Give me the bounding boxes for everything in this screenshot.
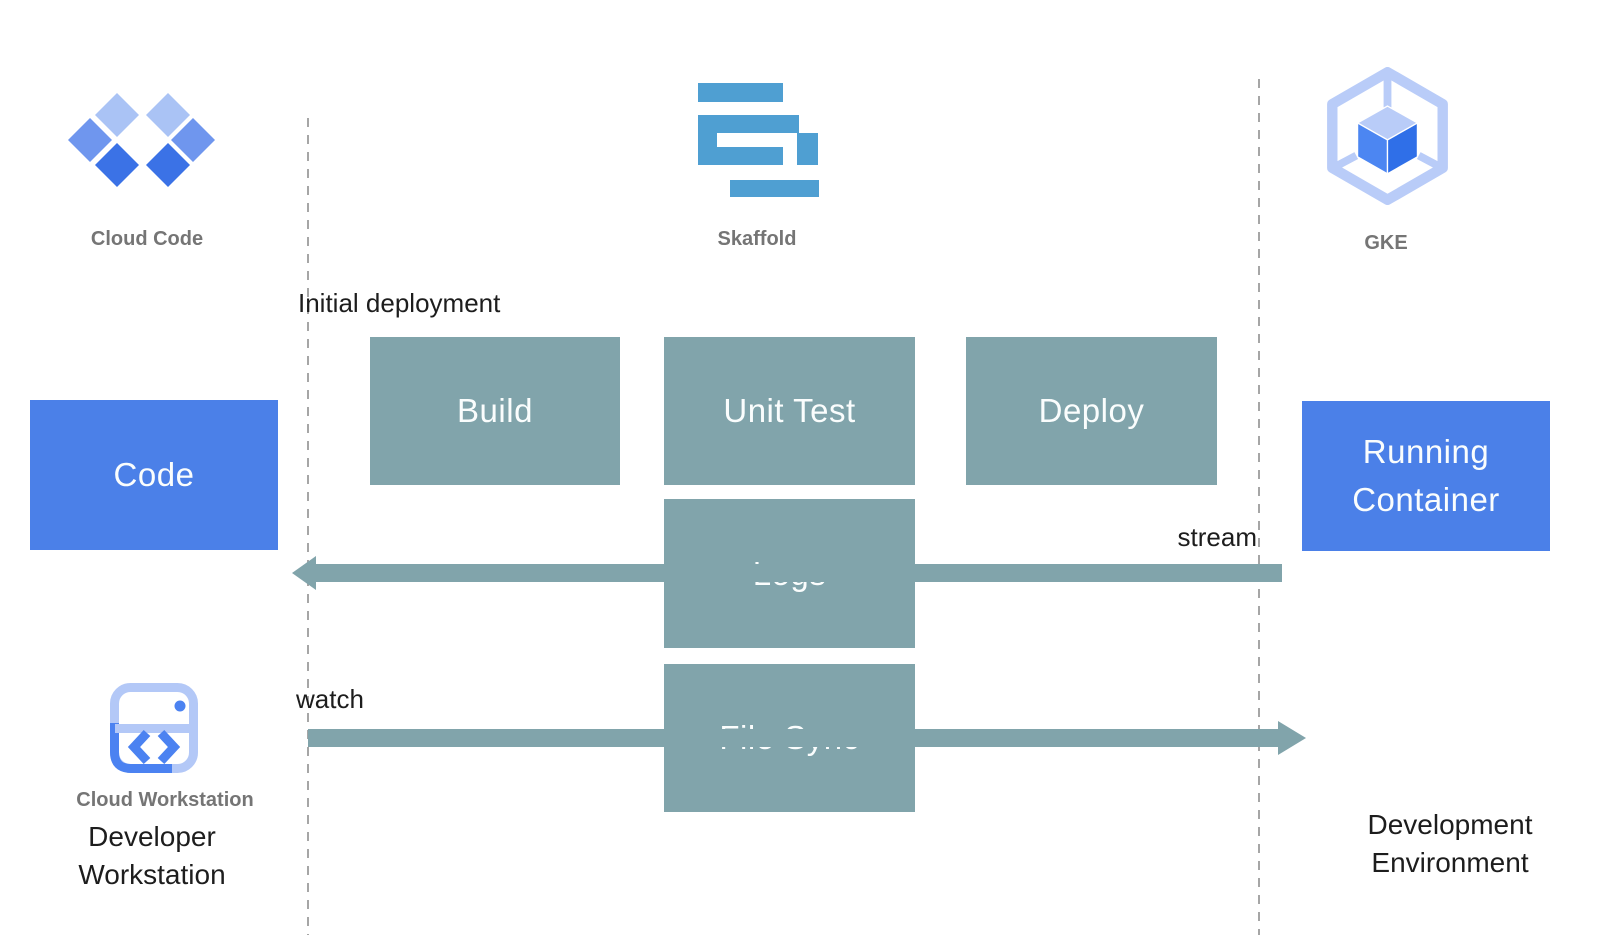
gke-icon [1322, 67, 1453, 210]
cloud-code-icon [67, 90, 217, 195]
build-node: Build [370, 337, 620, 485]
arrowhead-right-icon [1278, 721, 1306, 755]
watch-label: watch [296, 684, 364, 714]
stream-label: stream [1177, 522, 1257, 552]
cloud-workstation-label: Cloud Workstation [76, 789, 254, 811]
development-environment-label: Development Environment [1367, 809, 1533, 878]
divider-developer-workstation [307, 118, 309, 935]
running-container-node: Running Container [1302, 401, 1550, 551]
arrowhead-left-icon [292, 556, 316, 590]
deploy-node: Deploy [966, 337, 1217, 485]
gke-label: GKE [1364, 232, 1408, 254]
skaffold-icon [698, 83, 820, 202]
code-node: Code [30, 400, 278, 550]
cloud-code-label: Cloud Code [90, 228, 204, 250]
skaffold-label: Skaffold [717, 228, 797, 250]
file-sync-watch-arrow [308, 729, 1278, 747]
divider-development-environment [1258, 79, 1260, 935]
cloud-workstation-icon [110, 683, 198, 778]
logs-stream-arrow [312, 564, 1282, 582]
unit-test-node: Unit Test [664, 337, 915, 485]
developer-workstation-label: Developer Workstation [78, 821, 226, 890]
initial-deployment-label: Initial deployment [298, 288, 501, 318]
